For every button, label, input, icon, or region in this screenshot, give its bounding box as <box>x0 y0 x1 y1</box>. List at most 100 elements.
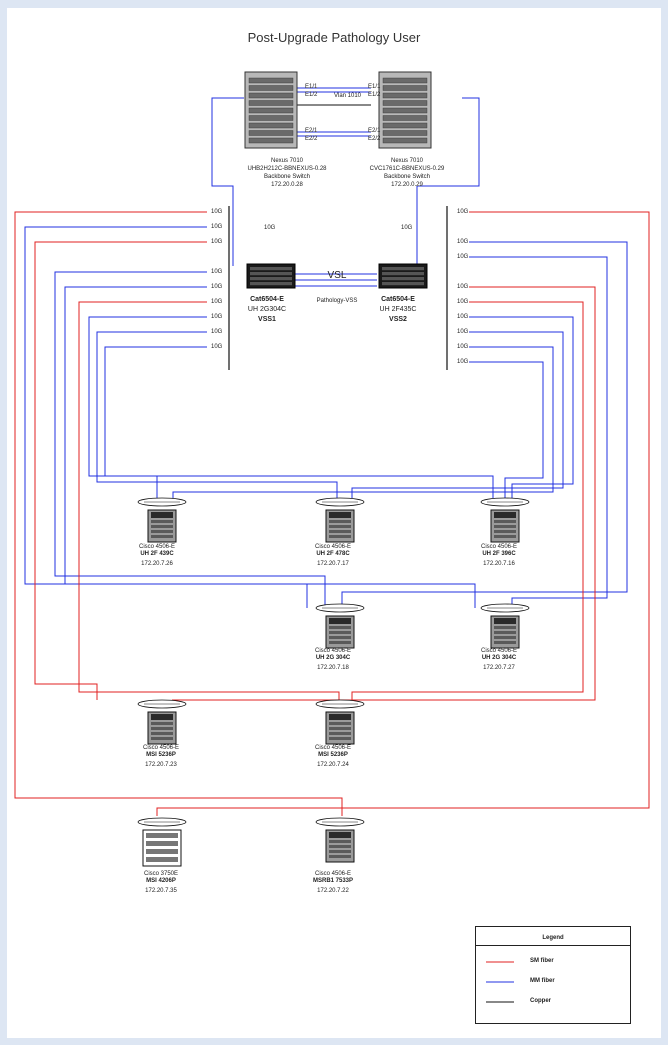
vss-1-id: VSS1 <box>258 316 276 323</box>
access-9-device-unit <box>329 840 351 843</box>
access-8-device <box>137 817 187 867</box>
legend-swatches <box>486 961 514 1003</box>
access-7-device-unit <box>329 737 351 740</box>
vss-1-device-slot <box>250 272 292 276</box>
vss-2-device <box>378 263 428 289</box>
nexus-1-role: Backbone Switch <box>263 174 311 180</box>
nexus-1-device-slot <box>248 107 294 114</box>
access-9-ip: 172.20.7.22 <box>317 888 349 894</box>
access-6-device-unit <box>151 714 173 720</box>
nexus-1-port-e2-2: E2/2 <box>305 136 318 142</box>
vss-1-device-slot <box>250 277 292 281</box>
nexus-2-port-e2-2: E2/2 <box>368 136 381 142</box>
nexus-2-device-slot <box>382 92 428 99</box>
access-5-model: Cisco 4506-E <box>480 648 518 654</box>
nexus-2-model: Nexus 7010 <box>390 158 424 164</box>
access-3-device <box>480 497 530 543</box>
access-5-device-unit <box>494 636 516 639</box>
link-layer <box>14 87 650 816</box>
topology-diagram <box>14 71 650 867</box>
vss1-port-label: 10G <box>211 269 223 275</box>
access-9-device-unit <box>329 850 351 853</box>
legend-label-sm-fiber: SM fiber <box>530 958 554 964</box>
nexus-2-device-slot <box>382 77 428 84</box>
access-3-device-unit <box>494 535 516 538</box>
access-7-name: MSI 5236P <box>318 752 348 758</box>
access-6-device-unit <box>151 732 173 735</box>
access-6-device-unit <box>151 722 173 725</box>
access-7-device <box>315 699 365 745</box>
access-1-name: UH 2F 439C <box>140 551 174 557</box>
access-4-device-unit <box>329 631 351 634</box>
nexus-2-device <box>378 71 432 149</box>
access-8-device-unit <box>146 833 178 838</box>
diagram-title: Post-Upgrade Pathology User <box>247 30 421 45</box>
device-layer <box>137 71 530 867</box>
nexus-2-name: CVC1761C-BBNEXUS-0.29 <box>369 166 445 172</box>
nexus-1-port-e2-1: E2/1 <box>305 128 318 134</box>
access-4-device-unit <box>329 618 351 624</box>
sm-fiber-link <box>78 301 340 700</box>
vss2-port-label: 10G <box>457 359 469 365</box>
nexus-2-device-slot <box>382 137 428 144</box>
vss2-port-label: 10G <box>457 254 469 260</box>
access-8-model: Cisco 3750E <box>143 871 179 877</box>
access-4-name: UH 2G 304C <box>315 655 351 661</box>
vss-2-id: VSS2 <box>389 316 407 323</box>
sm-fiber-link <box>156 211 650 816</box>
vss1-port-label: 10G <box>211 284 223 290</box>
mm-fiber-link <box>351 331 564 498</box>
access-2-device-unit <box>329 520 351 523</box>
access-3-ip: 172.20.7.16 <box>483 561 515 567</box>
access-3-device-unit <box>494 530 516 533</box>
access-1-device-unit <box>151 535 173 538</box>
access-4-device-unit <box>329 636 351 639</box>
access-6-name: MSI 5236P <box>146 752 176 758</box>
nexus-1-device-slot <box>248 137 294 144</box>
mm-fiber-link <box>469 256 608 608</box>
legend-label-mm-fiber: MM fiber <box>530 978 555 984</box>
access-3-device-unit <box>494 512 516 518</box>
legend-label-copper: Copper <box>530 998 551 1004</box>
nexus-2-port-e1-1: E1/1 <box>368 84 381 90</box>
access-4-device-unit <box>329 626 351 629</box>
vss-1-device-slot <box>250 282 292 286</box>
vlan-label: Vlan 1010 <box>334 93 362 99</box>
access-9-name: MSRB1 7533P <box>312 878 354 884</box>
legend-title: Legend <box>542 935 564 941</box>
access-1-device-unit <box>151 530 173 533</box>
access-5-device <box>480 603 530 649</box>
nexus-1-name: UHB2H212C-BBNEXUS-0.28 <box>247 166 327 172</box>
vss-2-device-slot <box>382 272 424 276</box>
nexus-1-device-slot <box>248 122 294 129</box>
vss1-port-label: 10G <box>211 344 223 350</box>
nexus-1-device-slot <box>248 100 294 106</box>
access-8-device-unit <box>146 849 178 854</box>
nexus-1-device <box>244 71 298 149</box>
access-9-device-unit <box>329 855 351 858</box>
vss2-port-label: 10G <box>457 239 469 245</box>
access-7-device-unit <box>329 732 351 735</box>
vss2-port-label: 10G <box>457 284 469 290</box>
uplink-nexus2-vss2 <box>416 97 480 266</box>
mm-fiber-link <box>96 331 338 498</box>
access-3-model: Cisco 4506-E <box>480 544 518 550</box>
vss-domain-label: Pathology-VSS <box>316 298 358 304</box>
nexus-1-device-slot <box>248 92 294 99</box>
nexus-2-device-slot <box>382 107 428 114</box>
access-2-device-unit <box>329 512 351 518</box>
access-6-device-unit <box>151 727 173 730</box>
nexus-1-model: Nexus 7010 <box>270 158 304 164</box>
legend-divider <box>476 945 630 946</box>
nexus-1-device-slot <box>248 130 294 136</box>
mm-fiber-link <box>172 346 554 498</box>
access-5-device-unit <box>494 618 516 624</box>
access-5-device-unit <box>494 631 516 634</box>
access-8-device-unit <box>146 841 178 846</box>
access-1-device-unit <box>151 512 173 518</box>
sm-fiber-link <box>14 211 343 816</box>
mm-fiber-link <box>104 346 494 498</box>
access-1-model: Cisco 4506-E <box>138 544 176 550</box>
access-8-ip: 172.20.7.35 <box>145 888 177 894</box>
vss1-port-label: 10G <box>211 314 223 320</box>
